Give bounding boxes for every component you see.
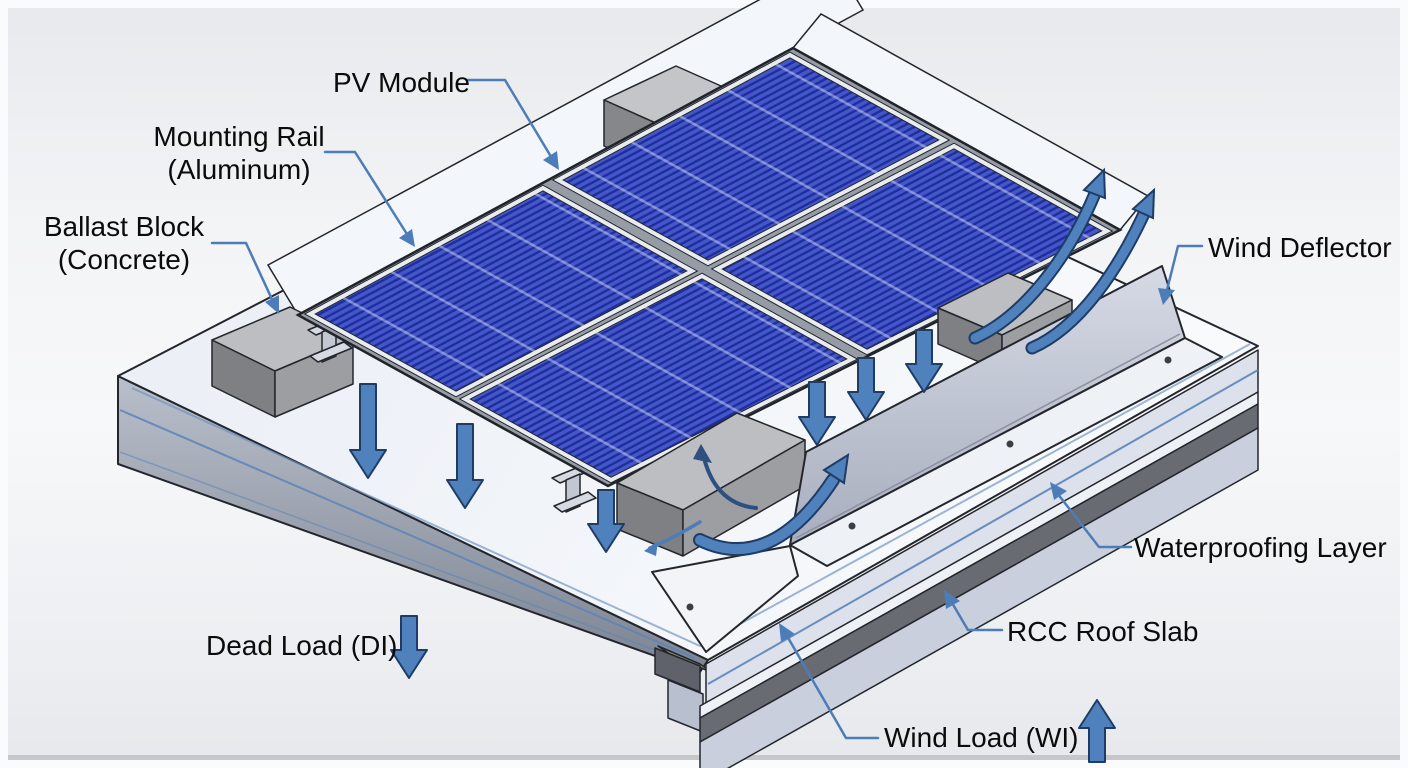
leader-waterproofing (1052, 487, 1133, 549)
deflector-base-flange (789, 337, 1223, 567)
wind-curve-small (644, 444, 758, 556)
label-ballast-block-line2: (Concrete) (57, 244, 191, 275)
down-arrow (847, 357, 885, 421)
rcc-slab-band (699, 427, 1259, 768)
wind-load-label-arrow (1078, 699, 1116, 763)
leader-mounting-rail (323, 150, 414, 244)
slab-accent-line-2 (119, 451, 699, 667)
label-mounting-rail-line2: (Aluminum) (167, 154, 311, 185)
label-mounting-rail: Mounting Rail (Aluminum) (148, 120, 330, 186)
screw (1164, 356, 1172, 364)
down-arrow (446, 423, 484, 509)
screw (686, 603, 694, 611)
label-wind-deflector: Wind Deflector (1208, 232, 1392, 263)
roof-top-edge-line (131, 343, 1251, 647)
pv-panel-lower-left (458, 272, 859, 484)
leader-wind-load (781, 627, 880, 740)
wind-deflector (651, 265, 1223, 653)
down-arrow (349, 383, 387, 479)
down-arrow (798, 381, 836, 446)
leader-pv-module (466, 78, 558, 167)
dead-load-arrows (349, 329, 1116, 763)
deflector-fold-line (795, 333, 1181, 539)
label-mounting-rail-line1: Mounting Rail (153, 121, 325, 152)
label-wind-load: Wind Load (WI) (884, 722, 1079, 753)
wind-curve-up-1 (968, 167, 1107, 345)
leader-wind-deflector (1163, 244, 1204, 300)
down-arrow (905, 329, 943, 393)
wind-flow-arrows (644, 167, 1156, 557)
screw (1006, 440, 1014, 448)
pv-panel-upper-right (551, 51, 951, 267)
dead-load-label-arrow (390, 615, 428, 679)
slab-right-accent-line (707, 369, 1259, 685)
slab-accent-line (119, 409, 696, 659)
pv-panel-upper-left (303, 184, 699, 398)
label-dead-load: Dead Load (DI) (206, 630, 398, 661)
pv-array (295, 46, 1123, 488)
leader-lines (210, 78, 1204, 740)
pv-panel-lower-right (710, 142, 1114, 356)
label-rcc-roof-slab: RCC Roof Slab (1007, 616, 1199, 647)
screw (848, 522, 856, 530)
label-ballast-block-line1: Ballast Block (43, 211, 205, 242)
wind-curve-up-2 (1025, 187, 1156, 355)
label-pv-module: PV Module (333, 67, 470, 98)
label-waterproofing-layer: Waterproofing Layer (1134, 532, 1387, 563)
down-arrow (587, 489, 625, 553)
leader-rcc-slab (946, 594, 1004, 632)
leader-ballast-block (210, 241, 278, 310)
label-ballast-block: Ballast Block (Concrete) (38, 210, 210, 276)
wind-curve-channel (693, 453, 850, 557)
